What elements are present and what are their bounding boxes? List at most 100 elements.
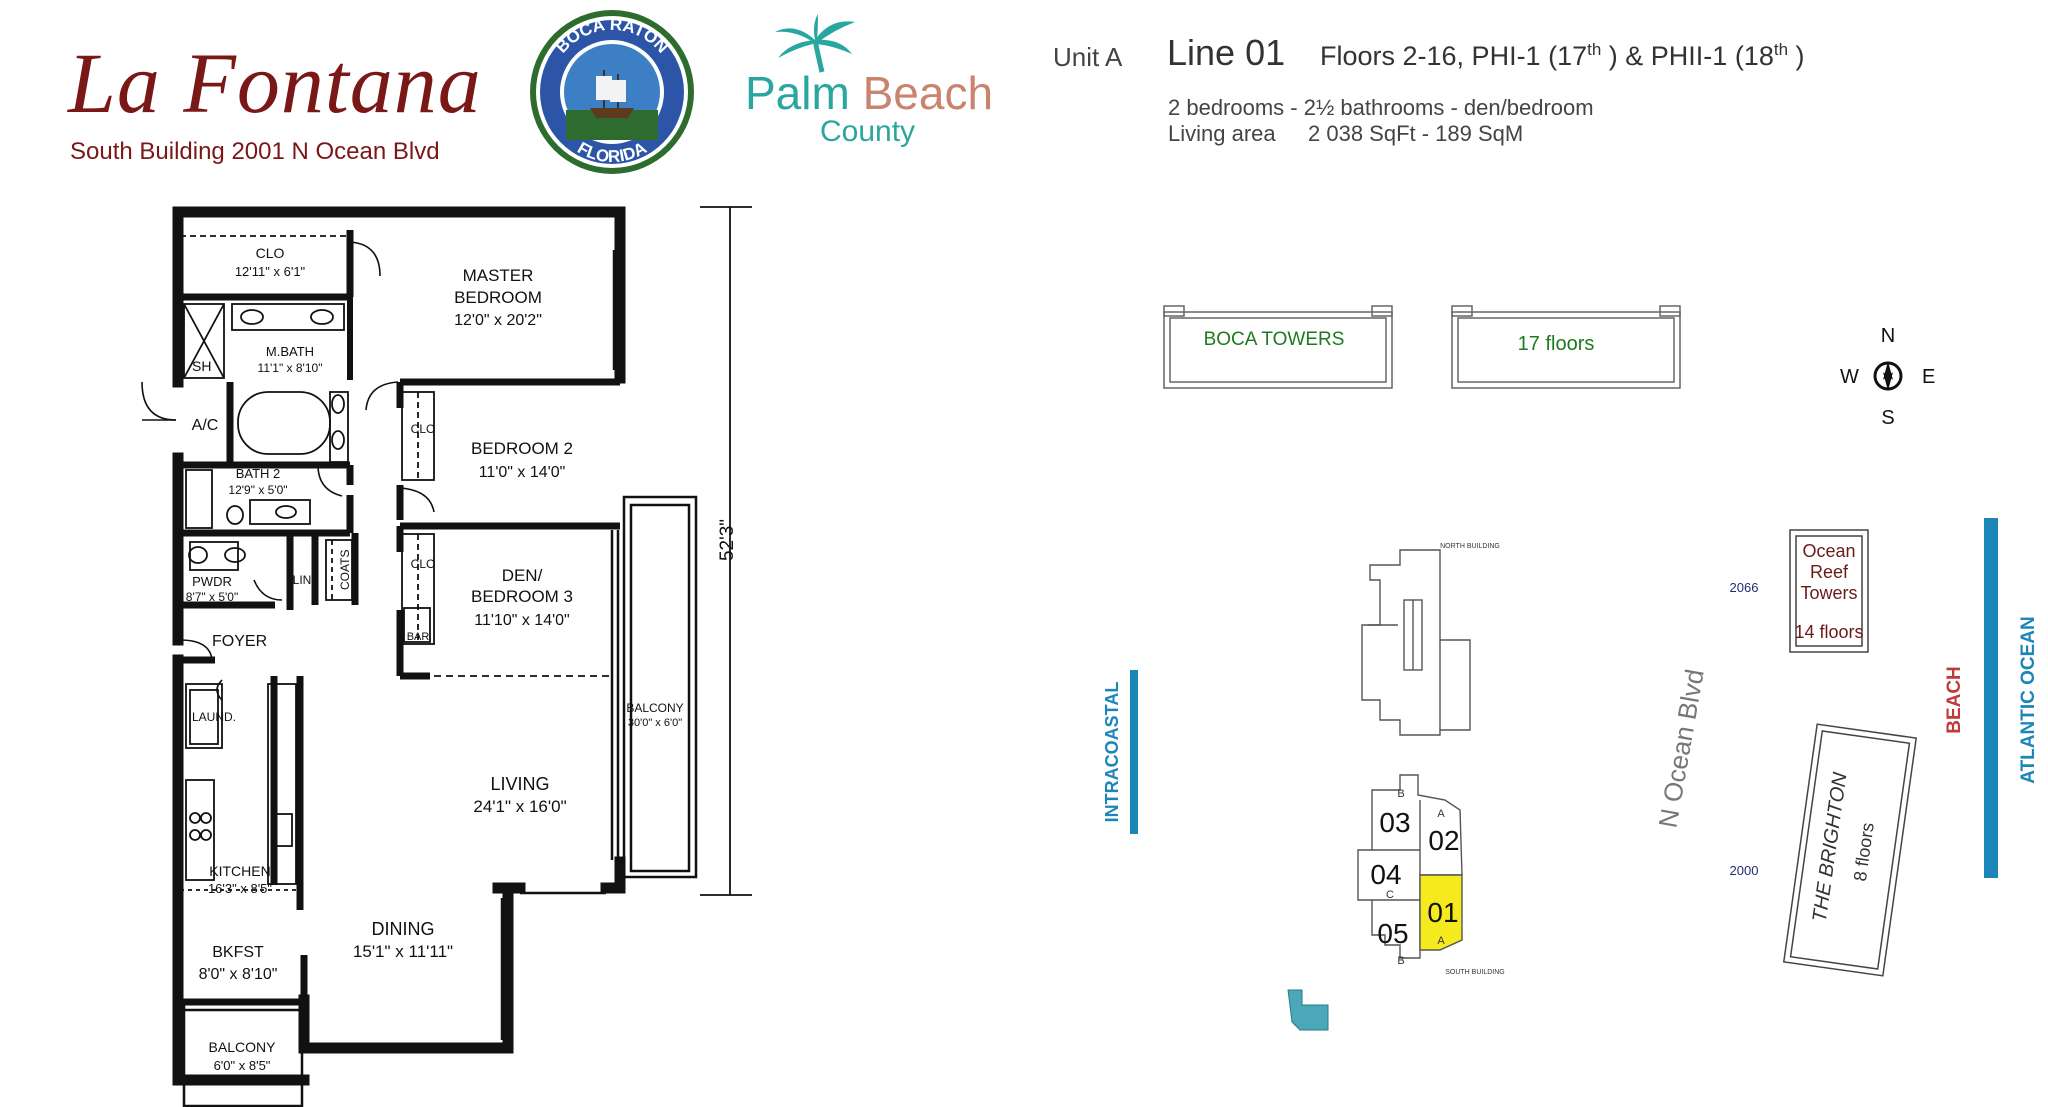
compass-e: E [1922, 366, 1935, 388]
line-label: Line 01 [1167, 32, 1286, 73]
pool-shape [1287, 989, 1329, 1031]
north-building-label: NORTH BUILDING [1440, 543, 1500, 550]
room-den-2: BEDROOM 3 [471, 587, 573, 606]
room-clo-master: CLO [256, 245, 285, 261]
room-master-size: 12'0" x 20'2" [454, 312, 542, 329]
room-kitchen-size: 16'3" x 8'5" [208, 881, 272, 896]
atlantic-label: ATLANTIC OCEAN [2018, 616, 2039, 783]
brighton-floors: 8 floors [1850, 821, 1878, 882]
room-mbath: M.BATH [266, 344, 314, 359]
address-2000: 2000 [1730, 863, 1759, 878]
unit-04: 04 [1370, 859, 1401, 890]
room-clo-bed2: CLO [411, 422, 436, 436]
brighton-building: THE BRIGHTON 8 floors [1782, 723, 1918, 977]
compass-w: W [1840, 366, 1859, 388]
floorplan [141, 206, 752, 1107]
ocean-reef-line3: Towers [1800, 583, 1857, 603]
room-bkfst-size: 8'0" x 8'10" [199, 966, 278, 983]
room-bath2: BATH 2 [236, 466, 281, 481]
room-pwdr-size: 8'7" x 5'0" [186, 590, 238, 604]
brighton-label: THE BRIGHTON [1809, 770, 1852, 923]
room-pwdr: PWDR [192, 574, 232, 589]
unit-01: 01 [1427, 897, 1458, 928]
rooms-summary: 2 bedrooms - 2½ bathrooms - den/bedroom [1168, 95, 1594, 120]
unit-05: 05 [1377, 918, 1408, 949]
intracoastal-label: INTRACOASTAL [1102, 682, 1122, 823]
room-lin: LIN [293, 573, 312, 587]
room-balcony-bkfst: BALCONY [209, 1039, 277, 1055]
atlantic-band [1984, 518, 1998, 878]
south-building [1357, 774, 1463, 959]
room-bath2-size: 12'9" x 5'0" [228, 483, 287, 497]
ocean-reef-line2: Reef [1810, 562, 1849, 582]
floors-sup-2: th [1773, 40, 1789, 59]
room-bkfst: BKFST [212, 944, 264, 961]
room-master-2: BEDROOM [454, 288, 542, 307]
unit-type-a-bottom: A [1437, 935, 1445, 947]
ocean-blvd-label: N Ocean Blvd [1652, 667, 1709, 830]
boca-towers-floors: 17 floors [1518, 333, 1595, 355]
room-balcony-main: BALCONY [626, 701, 683, 715]
city-seal-icon: BOCA RATON FLORIDA [530, 10, 694, 174]
room-balcony-bkfst-size: 6'0" x 8'5" [214, 1058, 271, 1073]
room-foyer: FOYER [212, 633, 267, 650]
floorplan-labels: CLO 12'11" x 6'1" MASTER BEDROOM 12'0" x… [186, 245, 738, 1073]
unit-01-highlight [1419, 874, 1463, 951]
compass-s: S [1881, 407, 1894, 429]
beach-label: BEACH [1944, 666, 1965, 734]
room-dining-size: 15'1" x 11'11" [353, 942, 453, 961]
compass-n: N [1881, 325, 1895, 347]
palm-tree-icon [775, 14, 855, 73]
room-living-size: 24'1" x 16'0" [473, 797, 566, 816]
room-laundry: LAUND. [192, 710, 236, 724]
unit-type-b-bottom: B [1397, 955, 1404, 967]
room-ac: A/C [192, 417, 219, 434]
north-building [1361, 549, 1471, 736]
room-dining: DINING [372, 919, 435, 939]
floors-sup-1: th [1587, 40, 1602, 59]
ocean-reef-building [1789, 529, 1869, 653]
room-clo-master-size: 12'11" x 6'1" [235, 264, 306, 279]
brand-logo-text: La Fontana [68, 35, 482, 131]
unit-03: 03 [1379, 807, 1410, 838]
county-word-county: County [820, 115, 916, 148]
site-plan: BOCA TOWERS 17 floors N S E W INTRACOAST… [1102, 305, 2039, 1031]
floors-text-3: ) [1788, 41, 1805, 71]
county-logo-text: Palm Beach [745, 70, 993, 116]
room-shower: SH [192, 358, 211, 374]
intracoastal-band [1130, 670, 1138, 834]
floors-text-1: Floors 2-16, PHI-1 (17 [1320, 41, 1588, 71]
room-bedroom2: BEDROOM 2 [471, 439, 573, 458]
county-word-palm: Palm [745, 67, 850, 119]
boca-towers-label: BOCA TOWERS [1204, 329, 1345, 350]
unit-type-c: C [1386, 889, 1394, 901]
unit-02: 02 [1428, 825, 1459, 856]
address-2066: 2066 [1730, 580, 1759, 595]
boca-towers-building [1163, 305, 1681, 389]
room-master: MASTER [463, 266, 534, 285]
unit-type-a-top: A [1437, 808, 1445, 820]
floors-text-2: ) & PHII-1 (18 [1601, 41, 1774, 71]
brand-subtitle: South Building 2001 N Ocean Blvd [70, 138, 440, 165]
ocean-reef-line1: Ocean [1802, 541, 1855, 561]
room-den-size: 11'10" x 14'0" [474, 612, 569, 629]
room-bedroom2-size: 11'0" x 14'0" [479, 464, 566, 481]
room-balcony-main-size: 30'0" x 6'0" [628, 717, 682, 729]
compass-icon [1873, 361, 1903, 391]
south-building-label: SOUTH BUILDING [1445, 969, 1505, 976]
floors-label: Floors 2-16, PHI-1 (17th ) & PHII-1 (18t… [1320, 40, 1805, 72]
unit-label: Unit A [1053, 42, 1123, 72]
room-den: DEN/ [502, 566, 543, 585]
ocean-reef-floors: 14 floors [1794, 622, 1863, 642]
room-kitchen: KITCHEN [209, 863, 270, 879]
room-living: LIVING [490, 774, 549, 794]
room-clo-den: CLO [411, 557, 436, 571]
room-bar: BAR [407, 631, 430, 643]
living-area-label: Living area [1168, 121, 1276, 146]
living-area-value: 2 038 SqFt - 189 SqM [1308, 121, 1524, 146]
county-word-beach: Beach [862, 67, 994, 119]
unit-type-b-top: B [1397, 788, 1404, 800]
room-mbath-size: 11'1" x 8'10" [258, 361, 323, 375]
room-coats: COATS [338, 550, 352, 590]
